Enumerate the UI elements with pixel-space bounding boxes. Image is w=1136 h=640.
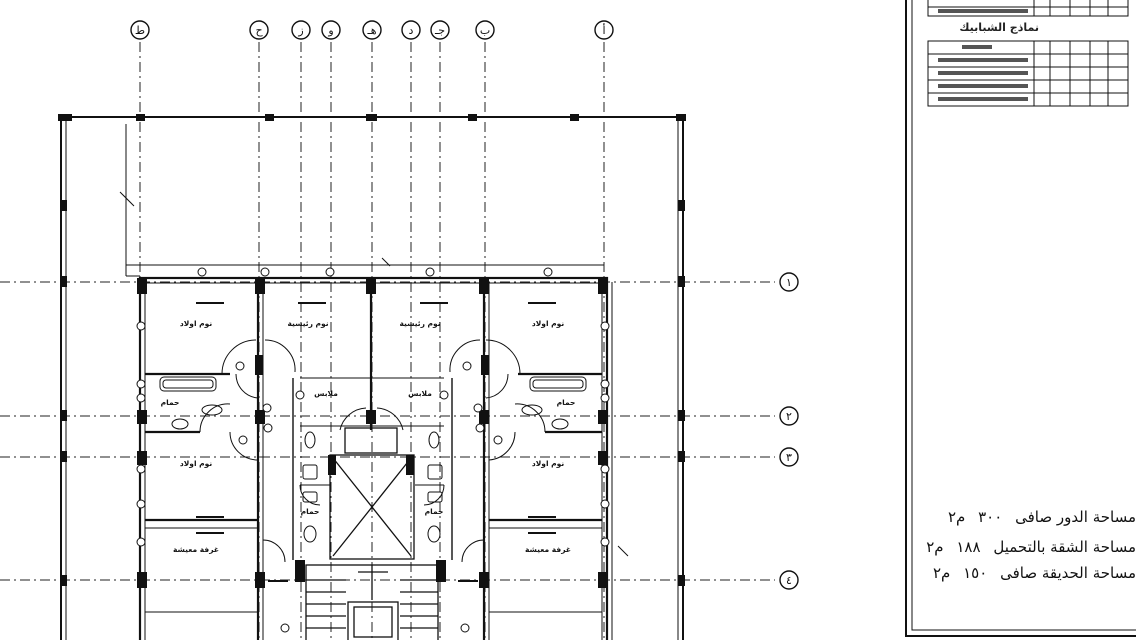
sanitary-fixtures <box>159 376 587 543</box>
grid-bubble-circle <box>130 20 150 40</box>
grid-column-label: ح <box>255 24 263 37</box>
grid-column-bubble: ح <box>249 20 269 40</box>
area-apartment-unit: م٢ <box>926 538 944 556</box>
elevator-stair-core <box>305 427 439 640</box>
room-label: ملابس <box>408 389 432 398</box>
room-label: نوم اولاد <box>532 319 564 328</box>
legend-panel: نماذج الشبابيك مساحة الدور صافى ٣٠٠ م٢ م… <box>902 0 1136 640</box>
grid-row-label: ٣ <box>786 451 792 464</box>
legend-frame <box>905 0 1136 637</box>
area-apartment: مساحة الشقة بالتحميل ١٨٨ م٢ <box>898 538 1136 556</box>
doors-table-fragment <box>927 0 1129 17</box>
grid-column-label: ط <box>135 24 145 37</box>
grid-column-bubble: ز <box>291 20 311 40</box>
area-floor-unit: م٢ <box>947 508 966 526</box>
boundary-columns <box>58 114 686 586</box>
area-garden-unit: م٢ <box>932 564 951 582</box>
window-openings <box>196 302 556 582</box>
grid-bubble-circle <box>779 447 799 467</box>
grid-column-bubble: ب <box>475 20 495 40</box>
room-label: ملابس <box>314 389 338 398</box>
room-label: حمام <box>301 507 320 516</box>
room-label: نوم رئيسية <box>399 319 440 328</box>
grid-column-bubble: ط <box>130 20 150 40</box>
windows-table <box>927 40 1129 107</box>
grid-bubble-circle <box>321 20 341 40</box>
grid-row-bubble: ٤ <box>779 570 799 590</box>
area-floor-net: مساحة الدور صافى ٣٠٠ م٢ <box>898 508 1136 526</box>
area-apartment-label: مساحة الشقة بالتحميل <box>993 538 1136 556</box>
area-apartment-value: ١٨٨ <box>956 538 981 556</box>
grid-bubble-circle <box>249 20 269 40</box>
grid-bubble-circle <box>291 20 311 40</box>
room-label: نوم رئيسية <box>287 319 328 328</box>
area-garden-label: مساحة الحديقة صافى <box>1000 564 1136 582</box>
room-label: حمام <box>161 398 180 407</box>
grid-bubble-circle <box>779 272 799 292</box>
room-label: حمام <box>425 507 444 516</box>
grid-row-label: ٤ <box>786 574 792 587</box>
grid-row-bubbles: ١ ٢ ٣ ٤ <box>779 272 799 590</box>
room-label: غرفة معيشة <box>173 545 219 554</box>
room-label: حمام <box>557 398 576 407</box>
grid-column-bubble: د <box>401 20 421 40</box>
grid-column-label: د <box>409 24 414 37</box>
area-garden-value: ١٥٠ <box>963 564 988 582</box>
grid-column-label: ب <box>480 24 490 37</box>
room-label: نوم اولاد <box>532 459 564 468</box>
dimension-lines <box>119 191 629 640</box>
grid-row-bubble: ١ <box>779 272 799 292</box>
elevation-markers <box>136 267 610 633</box>
room-labels: نوم اولاد نوم رئيسية نوم رئيسية نوم اولاد مل… <box>161 319 576 554</box>
grid-column-bubble: أ <box>594 20 614 40</box>
area-floor-label: مساحة الدور صافى <box>1015 508 1136 526</box>
grid-column-bubble: جـ <box>430 20 450 40</box>
grid-bubble-circle <box>430 20 450 40</box>
grid-column-bubble: و <box>321 20 341 40</box>
grid-column-label: جـ <box>434 24 445 37</box>
grid-bubble-circle <box>401 20 421 40</box>
grid-bubble-circle <box>779 406 799 426</box>
room-label: نوم اولاد <box>180 459 212 468</box>
grid-column-label: ز <box>297 24 303 37</box>
grid-bubble-circle <box>362 20 382 40</box>
grid-column-bubble: هـ <box>362 20 382 40</box>
grid-column-label: هـ <box>366 24 376 37</box>
grid-row-label: ٢ <box>786 410 792 423</box>
grid-row-bubble: ٣ <box>779 447 799 467</box>
grid-bubble-circle <box>475 20 495 40</box>
windows-table-title: نماذج الشبابيك <box>959 21 1039 34</box>
grid-column-label: أ <box>602 23 605 37</box>
grid-bubble-circle <box>779 570 799 590</box>
area-floor-value: ٣٠٠ <box>978 508 1003 526</box>
room-label: نوم اولاد <box>180 319 212 328</box>
grid-lines <box>0 42 775 640</box>
grid-bubble-circle <box>594 20 614 40</box>
grid-column-bubbles: ط ح ز و هـ د جـ ب أ <box>130 20 614 40</box>
door-swings <box>199 339 546 563</box>
grid-row-label: ١ <box>786 276 792 289</box>
room-label: غرفة معيشة <box>525 545 571 554</box>
structural-columns <box>137 278 608 588</box>
grid-column-label: و <box>327 24 333 37</box>
area-garden: مساحة الحديقة صافى ١٥٠ م٢ <box>898 564 1136 582</box>
grid-row-bubble: ٢ <box>779 406 799 426</box>
